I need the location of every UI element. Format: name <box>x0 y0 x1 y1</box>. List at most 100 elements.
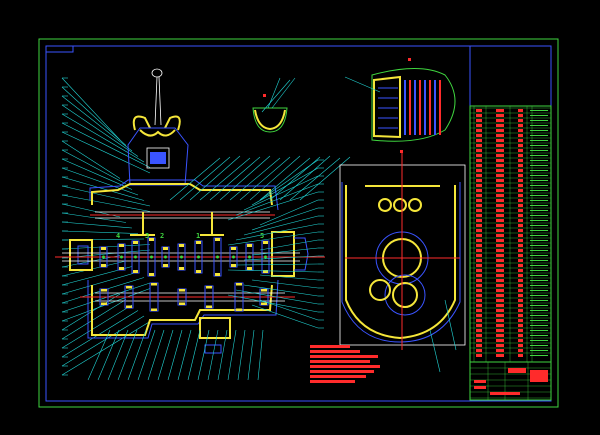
row-number-cell <box>476 294 482 297</box>
row-code-cell <box>496 354 504 357</box>
leader-line <box>187 329 201 381</box>
row-code-cell <box>496 294 504 297</box>
row-code-cell <box>496 214 504 217</box>
lever-cup <box>252 107 288 133</box>
leader-line <box>61 140 121 179</box>
leader-line <box>209 156 261 201</box>
gear-tooth-bottom <box>179 267 184 270</box>
gear-tooth-top <box>101 289 107 292</box>
gear-tooth-top <box>133 241 138 244</box>
parts-list-table <box>469 105 552 363</box>
row-qty-cell <box>518 199 523 202</box>
row-number-cell <box>476 254 482 257</box>
row-qty-cell <box>518 194 523 197</box>
note-line <box>310 350 360 353</box>
outer-frame <box>38 38 559 408</box>
gear-tooth-bottom <box>133 270 138 273</box>
row-number-cell <box>476 329 482 332</box>
row-qty-cell <box>518 289 523 292</box>
leader-line <box>235 223 319 241</box>
row-number-cell <box>476 354 482 357</box>
leader-line <box>107 329 129 381</box>
leader-line <box>269 156 321 201</box>
leader-line <box>157 329 174 381</box>
leader-line <box>227 269 319 273</box>
row-qty-cell <box>518 209 523 212</box>
note-line <box>310 380 355 383</box>
lever-boot <box>132 115 181 137</box>
leader-line <box>61 149 127 185</box>
leader-line <box>227 329 237 381</box>
row-number-cell <box>476 259 482 262</box>
leader-line <box>207 329 219 381</box>
row-number-cell <box>476 139 482 142</box>
title-company-cell <box>530 370 548 382</box>
row-number-cell <box>476 334 482 337</box>
leader-line <box>169 157 221 201</box>
leader-lines-top <box>169 155 351 201</box>
row-number-cell <box>476 184 482 187</box>
row-qty-cell <box>518 324 523 327</box>
leader-line <box>249 155 301 201</box>
row-number-cell <box>476 269 482 272</box>
leader-line <box>61 260 127 277</box>
row-number-cell <box>476 309 482 312</box>
leader-line <box>61 158 133 190</box>
row-code-cell <box>496 199 504 202</box>
leader-line <box>147 329 165 381</box>
gear-hub <box>232 255 235 259</box>
gear-tooth-top <box>236 283 242 286</box>
output-flange <box>294 237 309 271</box>
row-qty-cell <box>518 279 523 282</box>
row-qty-cell <box>518 259 523 262</box>
row-code-cell <box>496 154 504 157</box>
leader-line <box>61 230 139 234</box>
sync-tooth <box>409 80 411 135</box>
row-number-cell <box>476 284 482 287</box>
leader-line <box>243 255 319 261</box>
sync-tooth <box>424 80 426 135</box>
leader-line <box>299 156 351 201</box>
gear-hub <box>197 255 200 259</box>
row-code-cell <box>496 124 504 127</box>
row-qty-cell <box>518 159 523 162</box>
shift-knob <box>151 68 163 78</box>
row-qty-cell <box>518 299 523 302</box>
row-qty-cell <box>518 204 523 207</box>
sync-tooth <box>429 80 431 135</box>
gear-tooth-top <box>231 247 236 250</box>
leader-lines-right <box>227 159 324 329</box>
row-code-cell <box>496 259 504 262</box>
leader-line <box>251 304 319 329</box>
row-qty-cell <box>518 174 523 177</box>
housing-bottom-outline <box>87 279 279 339</box>
row-number-cell <box>476 239 482 242</box>
row-qty-cell <box>518 334 523 337</box>
row-code-cell <box>496 279 504 282</box>
row-code-cell <box>496 234 504 237</box>
note-line <box>310 345 350 348</box>
row-qty-cell <box>518 189 523 192</box>
leader-lines-bottom <box>87 329 264 381</box>
leader-line <box>61 299 127 340</box>
row-qty-cell <box>518 149 523 152</box>
leader-line <box>247 329 255 381</box>
leader-line <box>259 274 319 281</box>
selector-hole-3 <box>408 198 422 212</box>
row-qty-cell <box>518 214 523 217</box>
sync-marker <box>408 58 411 61</box>
row-code-cell <box>496 239 504 242</box>
leader-line <box>61 176 145 201</box>
row-code-cell <box>496 289 504 292</box>
gear-tooth-top <box>247 244 252 247</box>
leader-line <box>259 239 319 251</box>
selector-hole-1 <box>378 198 392 212</box>
sync-outline <box>371 68 456 142</box>
leader-line <box>61 104 139 157</box>
shift-fork-2 <box>200 212 224 236</box>
gear-tooth-top <box>149 238 154 241</box>
row-qty-cell <box>518 254 523 257</box>
row-code-cell <box>496 274 504 277</box>
gear-tooth-top <box>179 244 184 247</box>
gear-tooth-bottom <box>206 305 212 308</box>
